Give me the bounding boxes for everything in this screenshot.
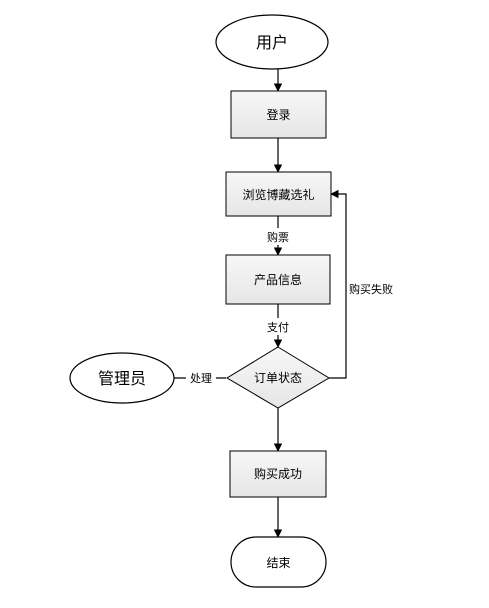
node-success: 购买成功 [229, 450, 327, 498]
edge-label-buy-ticket: 购票 [267, 230, 289, 244]
node-login: 登录 [230, 90, 327, 139]
node-order-status-label: 订单状态 [254, 371, 302, 385]
node-success-label: 购买成功 [254, 466, 302, 481]
node-manager-label: 管理员 [98, 369, 146, 388]
edge-label-purchase-fail: 购买失败 [349, 282, 393, 296]
node-end-label: 结束 [266, 556, 290, 570]
node-product-info: 产品信息 [225, 254, 331, 305]
node-user-label: 用户 [256, 33, 288, 52]
edge-label-process: 处理 [190, 372, 212, 385]
node-user: 用户 [215, 14, 329, 70]
node-manager: 管理员 [69, 352, 175, 404]
node-browse-label: 浏览博藏选礼 [242, 187, 314, 202]
node-login-label: 登录 [266, 107, 290, 122]
node-product-info-label: 产品信息 [254, 272, 302, 287]
edge-order-fail-to-browse [329, 189, 347, 379]
node-browse: 浏览博藏选礼 [225, 171, 332, 217]
edges [174, 69, 347, 538]
node-order-status: 订单状态 [226, 346, 330, 409]
node-end: 结束 [230, 536, 327, 588]
edge-label-pay: 支付 [267, 321, 289, 334]
edge-label-backgrounds [186, 228, 294, 386]
